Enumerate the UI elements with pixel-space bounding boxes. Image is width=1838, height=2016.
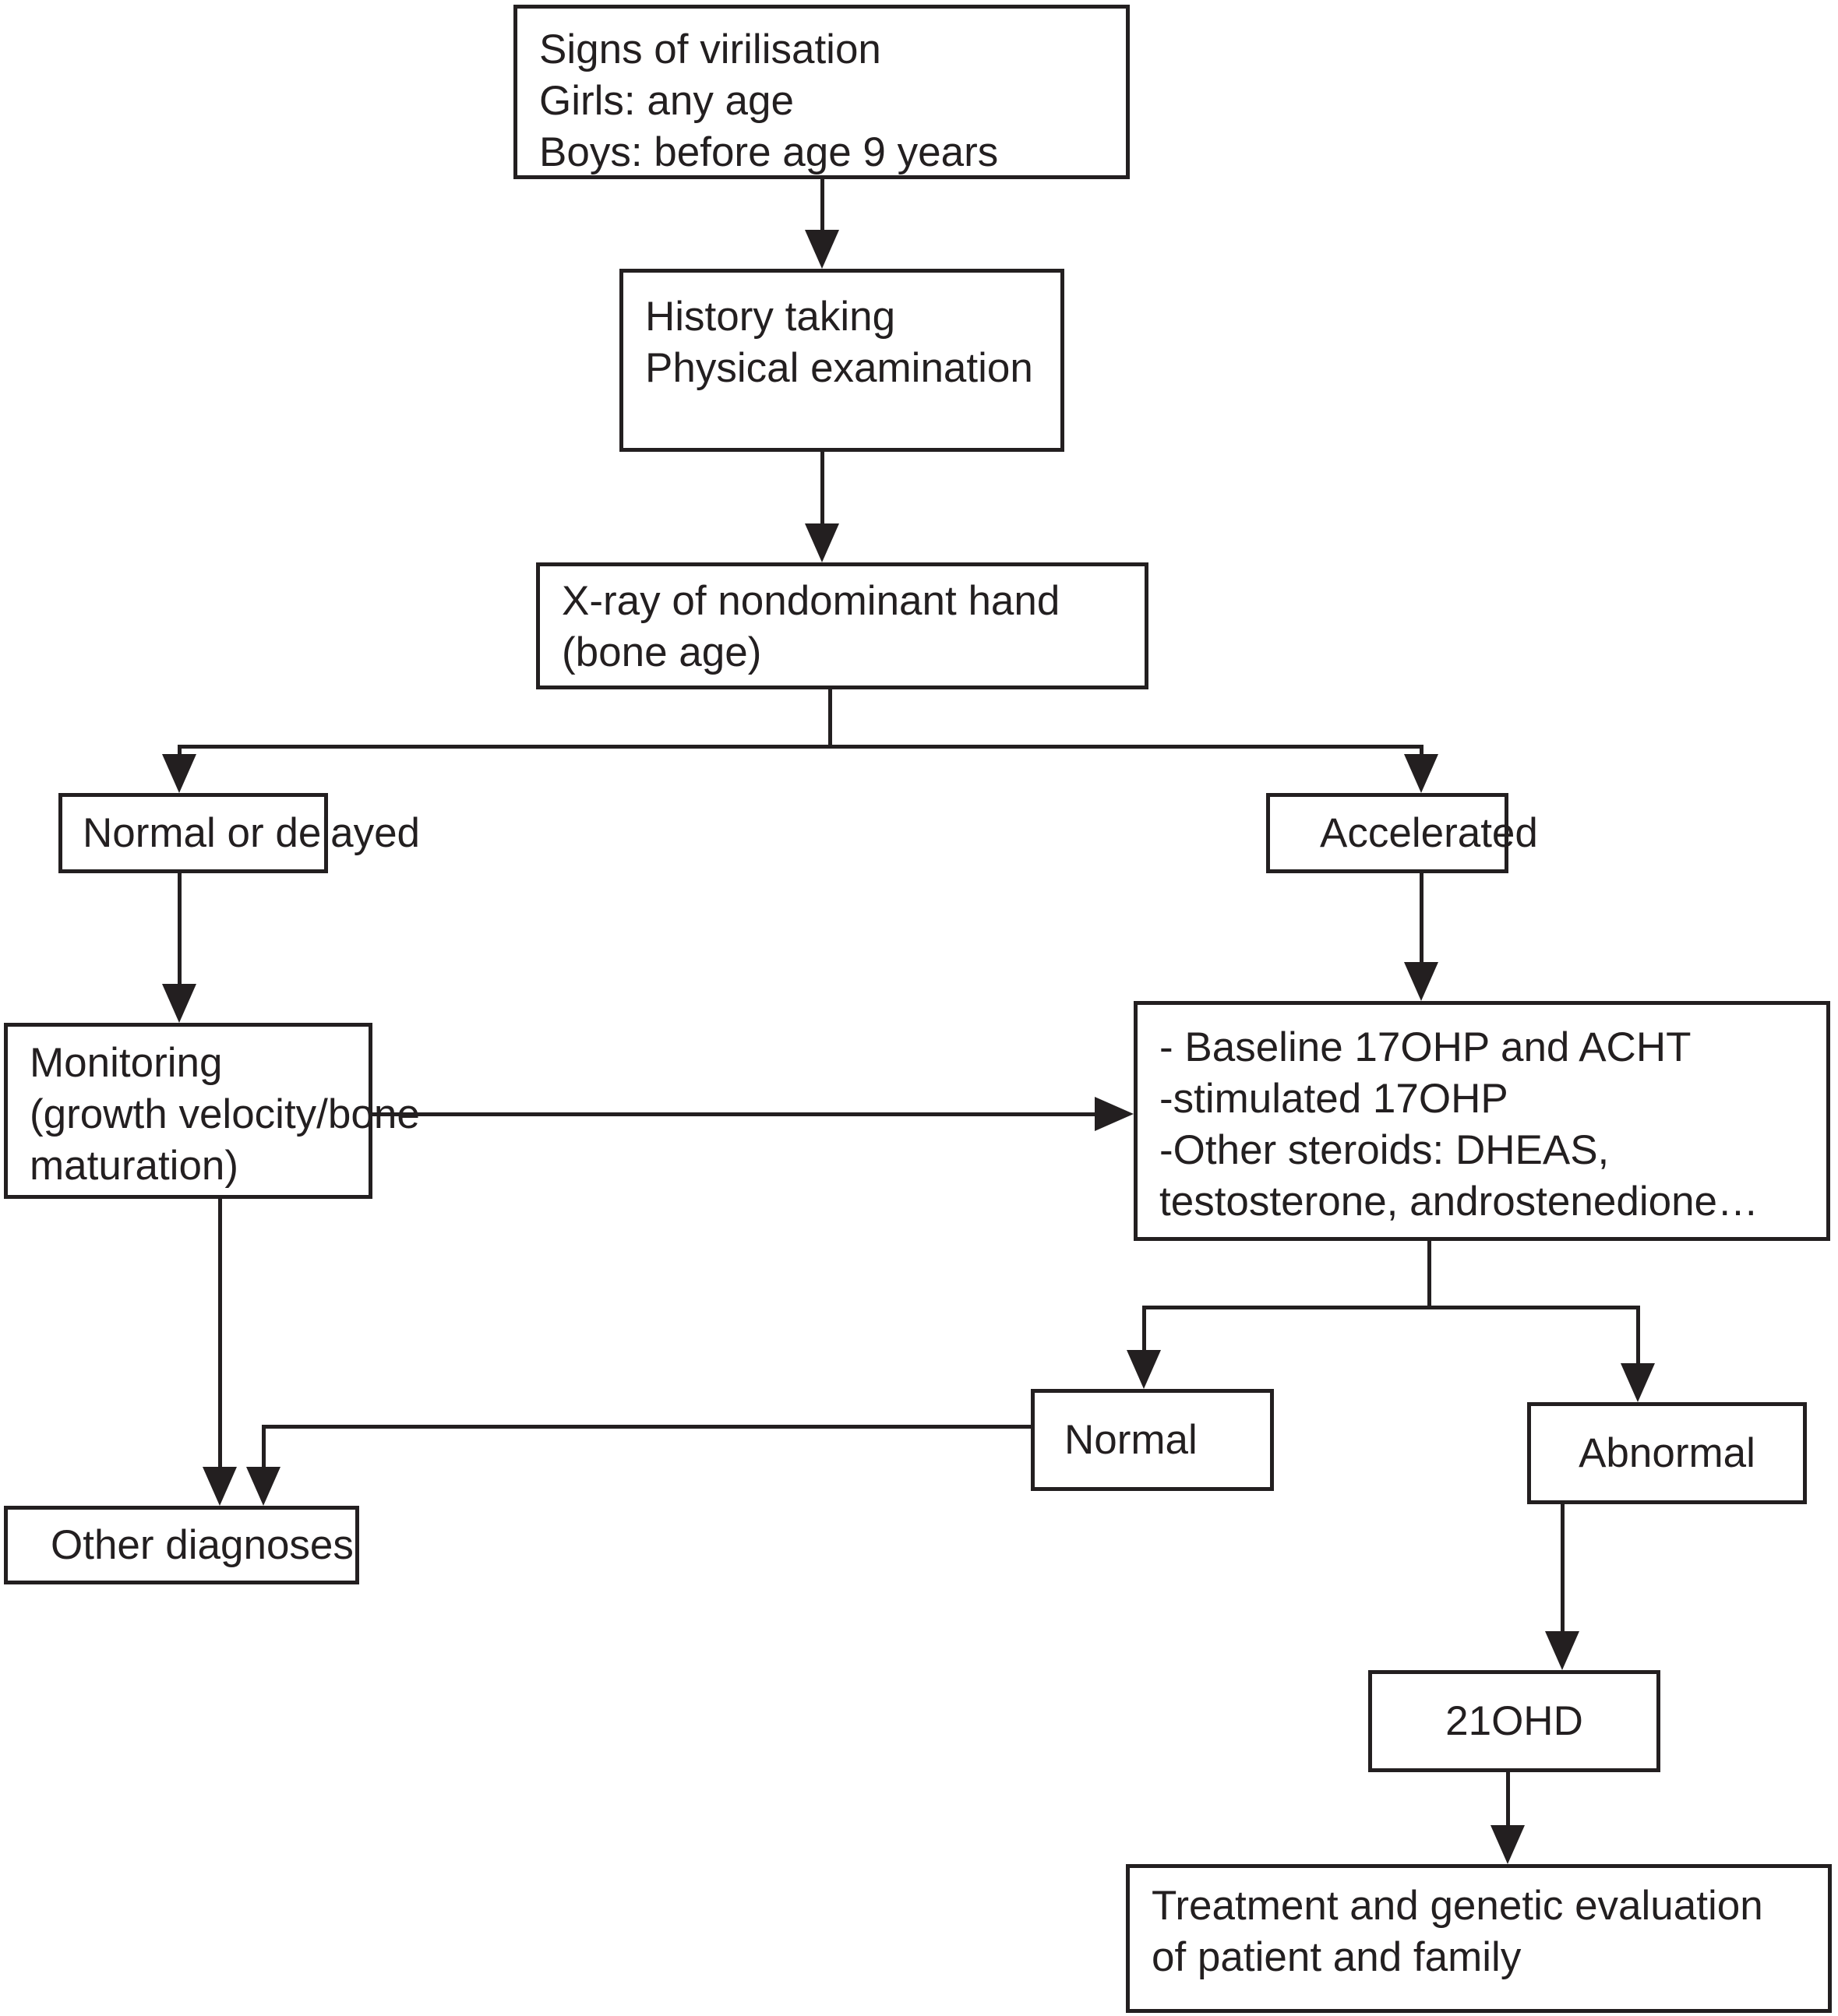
node-text-line: Monitoring: [30, 1040, 223, 1086]
arrowhead-down-icon: [162, 984, 196, 1023]
arrowhead-down-icon: [203, 1467, 237, 1506]
connector-workup-stem: [1427, 1241, 1431, 1309]
connector-signs-to-history: [820, 179, 824, 234]
arrowhead-down-icon: [1491, 1825, 1525, 1864]
connector-xray-stem: [828, 689, 832, 749]
arrowhead-down-icon: [246, 1467, 280, 1506]
node-signs-of-virilisation: Signs of virilisation Girls: any age Boy…: [513, 5, 1130, 179]
connector-normal-to-other-diagnoses-h: [262, 1425, 1031, 1429]
node-text-line: of patient and family: [1152, 1934, 1522, 1980]
node-text-line: -Other steroids: DHEAS,: [1159, 1127, 1610, 1173]
connector-accelerated-to-workup: [1420, 873, 1423, 966]
connector-history-to-xray: [820, 452, 824, 527]
node-text-line: 21OHD: [1445, 1697, 1583, 1744]
node-treatment-genetic-evaluation: Treatment and genetic evaluation of pati…: [1126, 1864, 1832, 2013]
node-text-line: - Baseline 17OHP and ACHT: [1159, 1024, 1692, 1070]
arrowhead-right-icon: [1095, 1097, 1134, 1131]
arrowhead-down-icon: [1621, 1363, 1655, 1402]
node-result-abnormal: Abnormal: [1527, 1402, 1807, 1504]
node-text-line: Other diagnoses: [51, 1521, 354, 1568]
connector-split-to-accelerated: [1420, 745, 1423, 760]
node-21ohd: 21OHD: [1368, 1670, 1660, 1772]
node-text-line: Signs of virilisation: [539, 26, 881, 72]
connector-monitoring-to-workup: [372, 1112, 1097, 1116]
connector-split2-to-normal: [1142, 1306, 1146, 1354]
node-text-line: Physical examination: [645, 345, 1033, 391]
arrowhead-down-icon: [1404, 754, 1438, 793]
node-text-line: Abnormal: [1579, 1429, 1755, 1476]
node-hormone-workup: - Baseline 17OHP and ACHT -stimulated 17…: [1134, 1001, 1830, 1241]
connector-split2-to-abnormal: [1636, 1306, 1640, 1367]
node-normal-or-delayed: Normal or delayed: [58, 793, 421, 873]
arrowhead-down-icon: [1404, 962, 1438, 1001]
arrowhead-down-icon: [805, 230, 839, 269]
node-monitoring: Monitoring (growth velocity/bone maturat…: [4, 1023, 420, 1199]
node-text-line: Boys: before age 9 years: [539, 129, 999, 175]
node-text-line: Girls: any age: [539, 78, 794, 124]
connector-21ohd-to-treatment: [1506, 1772, 1510, 1829]
connector-normal-to-other-diagnoses-v: [262, 1425, 266, 1471]
arrowhead-down-icon: [805, 523, 839, 562]
connector-workup-split-bar: [1142, 1306, 1640, 1309]
arrowhead-down-icon: [1127, 1350, 1161, 1389]
node-text-line: Accelerated: [1320, 809, 1538, 856]
node-text-line: maturation): [30, 1143, 239, 1189]
node-text-line: testosterone, androstenedione…: [1159, 1179, 1759, 1225]
connector-abnormal-to-21ohd: [1561, 1504, 1565, 1635]
arrowhead-down-icon: [162, 754, 196, 793]
node-text-line: (bone age): [562, 629, 762, 675]
connector-normal-delayed-to-monitoring: [178, 873, 182, 988]
node-text-line: X-ray of nondominant hand: [562, 578, 1060, 624]
connector-xray-split-bar: [178, 745, 1423, 749]
node-xray-bone-age: X-ray of nondominant hand (bone age): [536, 562, 1148, 689]
node-result-normal: Normal: [1031, 1389, 1274, 1491]
node-text-line: Treatment and genetic evaluation: [1152, 1883, 1763, 1929]
node-accelerated: Accelerated: [1266, 793, 1538, 873]
node-text-line: History taking: [645, 294, 896, 340]
node-text-line: Normal: [1064, 1416, 1198, 1463]
node-history-physical: History taking Physical examination: [619, 269, 1064, 452]
node-other-diagnoses: Other diagnoses: [4, 1506, 359, 1584]
node-text-line: (growth velocity/bone: [30, 1091, 420, 1137]
arrowhead-down-icon: [1545, 1631, 1579, 1670]
connector-monitoring-to-other-diagnoses: [218, 1199, 222, 1471]
connector-split-to-normal-delayed: [178, 745, 182, 760]
node-text-line: -stimulated 17OHP: [1159, 1076, 1508, 1122]
node-text-line: Normal or delayed: [83, 809, 421, 856]
